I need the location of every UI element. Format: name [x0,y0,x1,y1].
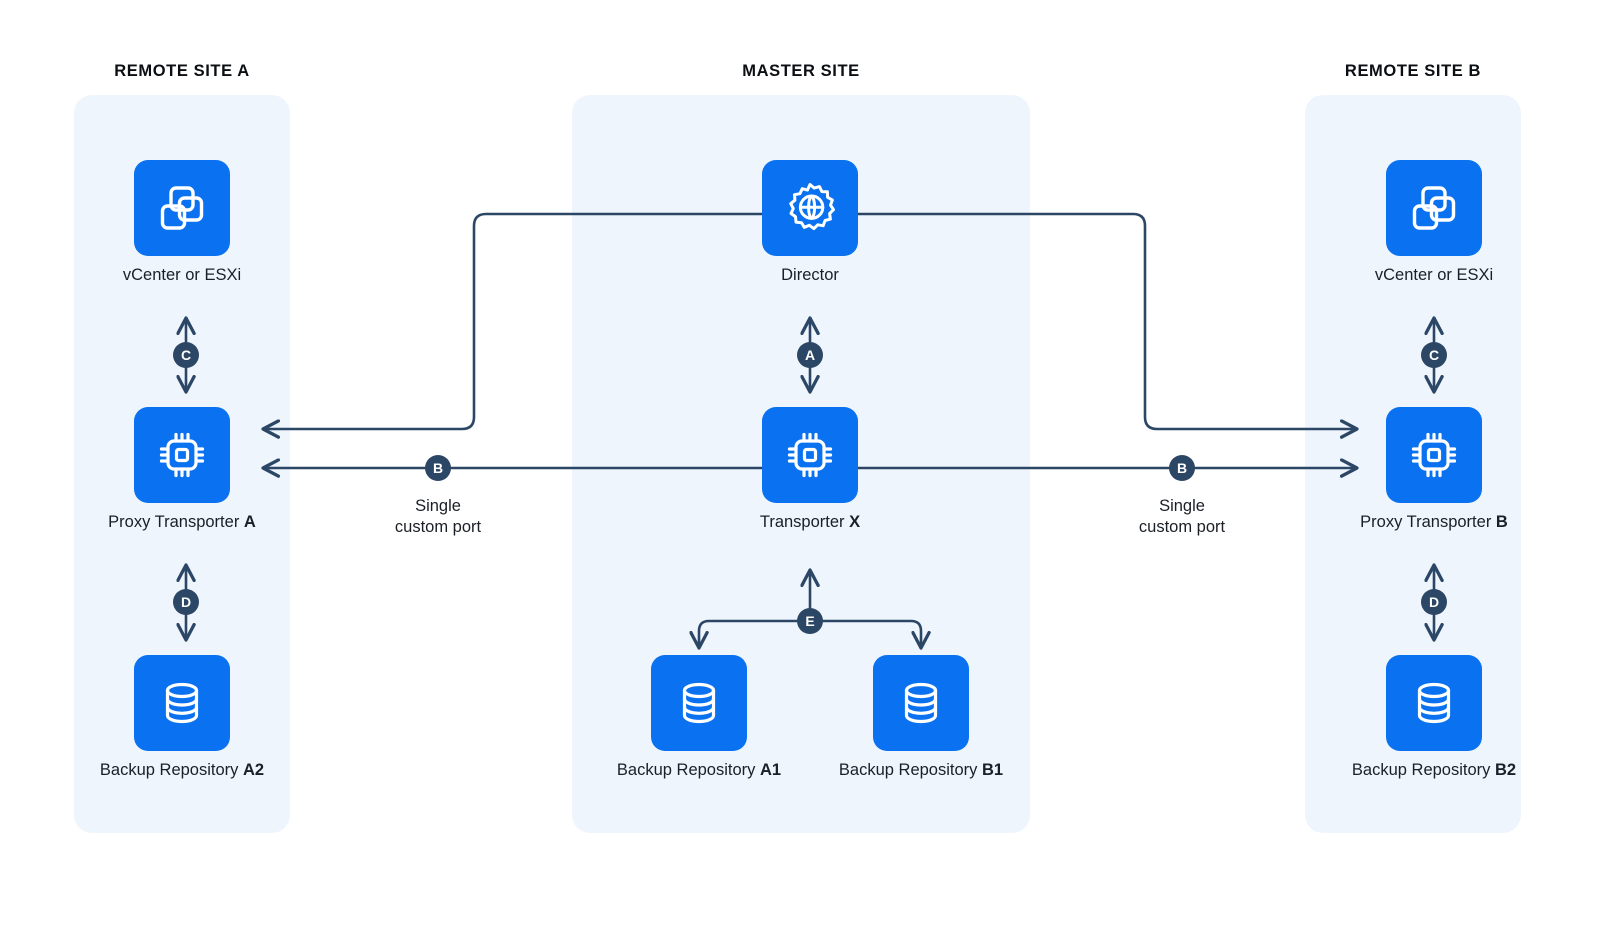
node-label: Transporter X [759,513,861,531]
database-icon [1417,682,1451,724]
node-backup-repository-b2[interactable]: Backup Repository B2 [1352,655,1516,779]
site-title-remote-b: REMOTE SITE B [1344,62,1482,80]
backup-repository-b1-tile [873,655,969,751]
gear-globe-icon [789,183,835,231]
badge-a: A [797,342,823,368]
badge-e: E [797,608,823,634]
node-vcenter-a[interactable]: vCenter or ESXi [123,160,241,284]
vmware-stack-icon [1412,186,1456,230]
node-label: Proxy Transporter A [108,513,256,531]
badge-d-right: D [1421,589,1447,615]
database-icon [165,682,199,724]
badge-d-left: D [173,589,199,615]
node-label: Proxy Transporter B [1360,513,1508,531]
node-label: Director [781,266,839,284]
cpu-chip-icon [787,432,833,478]
vcenter-a-tile [134,160,230,256]
database-icon [682,682,716,724]
cpu-chip-icon [1411,432,1457,478]
node-proxy-transporter-b[interactable]: Proxy Transporter B [1360,407,1508,531]
port-caption-line1: Single [415,497,461,515]
node-label: vCenter or ESXi [1374,266,1494,284]
database-icon [904,682,938,724]
director-tile [762,160,858,256]
node-backup-repository-b1[interactable]: Backup Repository B1 [839,655,1003,779]
backup-repository-b2-tile [1386,655,1482,751]
transporter-x-tile [762,407,858,503]
node-backup-repository-a1[interactable]: Backup Repository A1 [617,655,781,779]
badge-b-right: B [1169,455,1195,481]
vmware-stack-icon [160,186,204,230]
badge-b-left: B [425,455,451,481]
node-label: Backup Repository A2 [99,761,265,779]
port-caption-line1: Single [1159,497,1205,515]
backup-repository-a2-tile [134,655,230,751]
proxy-transporter-a-tile [134,407,230,503]
site-title-remote-a: REMOTE SITE A [114,62,250,80]
node-label: vCenter or ESXi [122,266,242,284]
node-proxy-transporter-a[interactable]: Proxy Transporter A [108,407,256,531]
node-backup-repository-a2[interactable]: Backup Repository A2 [100,655,264,779]
node-director[interactable]: Director [762,160,858,284]
node-label: Backup Repository B2 [1351,761,1517,779]
port-caption-line2: custom port [394,518,482,536]
site-title-master: MASTER SITE [742,62,860,80]
badge-c-right: C [1421,342,1447,368]
cpu-chip-icon [159,432,205,478]
proxy-transporter-b-tile [1386,407,1482,503]
port-caption-line2: custom port [1138,518,1226,536]
backup-repository-a1-tile [651,655,747,751]
vcenter-b-tile [1386,160,1482,256]
node-label: Backup Repository A1 [616,761,782,779]
port-caption-left: Single custom port [348,496,528,538]
badge-c-left: C [173,342,199,368]
node-label: Backup Repository B1 [838,761,1004,779]
node-vcenter-b[interactable]: vCenter or ESXi [1375,160,1493,284]
port-caption-right: Single custom port [1092,496,1272,538]
node-transporter-x[interactable]: Transporter X [760,407,860,531]
